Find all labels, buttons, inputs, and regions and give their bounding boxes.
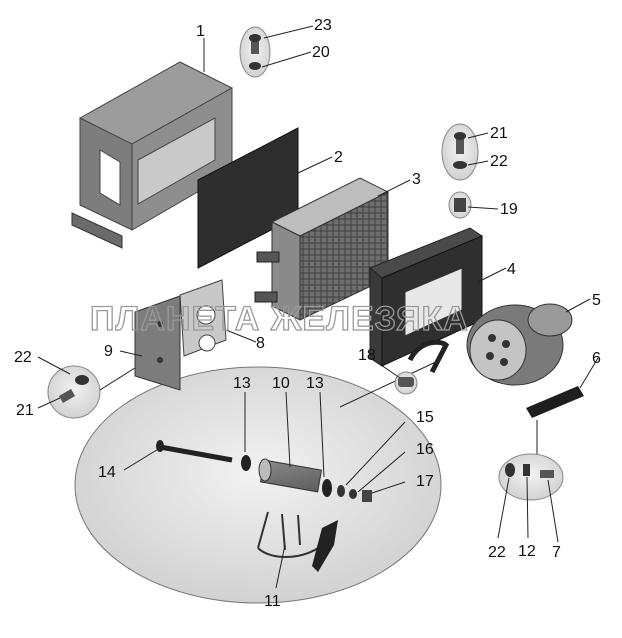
callout-16: 16: [416, 441, 434, 458]
watermark-text: ПЛАНЕТА ЖЕЛЕЗЯКА: [90, 300, 469, 338]
part-1-housing: [71, 61, 234, 249]
part-18-clip: [398, 377, 414, 387]
detail-bubble-large: [74, 366, 442, 604]
callout-7: 7: [552, 544, 561, 561]
part-13-washer-left: [241, 455, 251, 471]
part-10-tube: [258, 458, 323, 493]
callout-12: 12: [518, 543, 536, 560]
wire-harness-4: [407, 339, 450, 374]
callout-21-top: 21: [490, 125, 508, 142]
part-12-nut: [523, 464, 530, 476]
callout-4: 4: [507, 261, 516, 278]
part-5-fan-motor: [466, 303, 573, 386]
callout-3: 3: [412, 171, 421, 188]
part-22-washer-left: [75, 375, 89, 385]
callout-22-left: 22: [14, 349, 32, 366]
callout-6: 6: [592, 350, 601, 367]
part-22-washer-top: [453, 161, 467, 169]
callout-22-bottom: 22: [488, 544, 506, 561]
part-13-washer-right: [322, 479, 332, 497]
part-23-bolt: [249, 34, 261, 54]
callout-13-right: 13: [306, 375, 324, 392]
callout-23: 23: [314, 17, 332, 34]
callout-21-left: 21: [16, 402, 34, 419]
part-4-shroud: [369, 227, 484, 367]
part-3-radiator: [254, 177, 390, 321]
part-6-strip: [526, 386, 584, 418]
callout-2: 2: [334, 149, 343, 166]
callout-labels: 1 2 3 4 5 6 7 8 9 10 11 12 13 13 14 15 1…: [14, 17, 601, 610]
callout-19: 19: [500, 201, 518, 218]
leader-lines: [37, 25, 599, 589]
part-11-plug: [312, 520, 338, 572]
bubble-connector: [339, 359, 441, 408]
detail-bubble-21-22-left: [47, 365, 101, 419]
detail-bubble-22-12-7: [498, 453, 564, 501]
part-22-washer-right: [505, 463, 515, 477]
callout-17: 17: [416, 473, 434, 490]
callout-22-top: 22: [490, 153, 508, 170]
part-20-washer: [249, 62, 261, 70]
callout-20: 20: [312, 44, 330, 61]
part-14-rod: [159, 444, 233, 463]
callout-10: 10: [272, 375, 290, 392]
part-7-screw: [540, 470, 554, 478]
part-8-plate: [179, 279, 227, 357]
part-16-washer: [349, 489, 357, 499]
callout-5: 5: [592, 292, 601, 309]
callout-18: 18: [358, 347, 376, 364]
callout-9: 9: [104, 343, 113, 360]
part-21-bolt-left: [58, 389, 76, 403]
part-17-nut: [362, 490, 372, 502]
callout-14: 14: [98, 464, 116, 481]
part-11-wires: [257, 511, 319, 558]
connector-9: [99, 365, 139, 391]
callout-13-left: 13: [233, 375, 251, 392]
callout-11: 11: [264, 593, 281, 610]
part-15-washer: [337, 485, 345, 497]
callout-1: 1: [196, 23, 205, 40]
part-21-bolt-top: [454, 132, 466, 154]
callout-8: 8: [256, 335, 265, 352]
part-19-nut: [454, 198, 466, 212]
callout-15: 15: [416, 409, 434, 426]
